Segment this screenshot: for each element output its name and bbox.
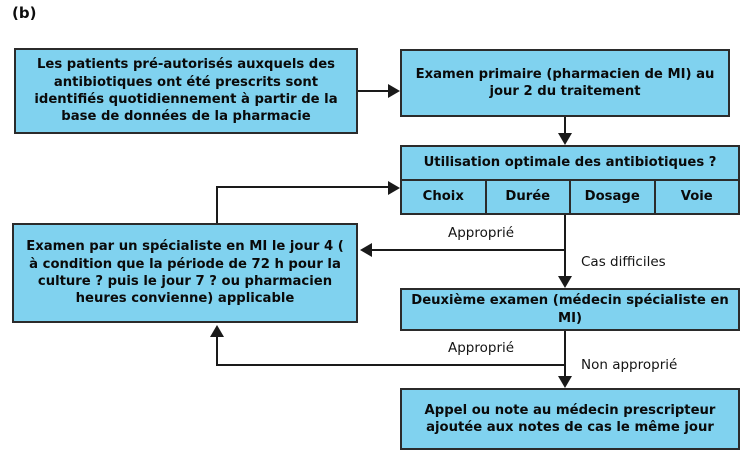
connector-approprie-lower-vertical-left: [216, 337, 218, 365]
criteria-cell-duree: Durée: [487, 181, 571, 213]
node-criteria-row: Choix Durée Dosage Voie: [400, 181, 740, 215]
arrowhead-approprie-upper-to-specialist: [360, 243, 372, 257]
panel-label: (b): [12, 4, 37, 22]
connector-identification-to-primary: [358, 90, 388, 92]
node-second-review: Deuxième examen (médecin spécialiste en …: [400, 288, 740, 331]
connector-approprie-upper-horizontal: [372, 249, 566, 251]
arrowhead-specialist-to-criteria: [388, 181, 400, 195]
node-primary-review-text: Examen primaire (pharmacien de MI) au jo…: [415, 66, 715, 99]
arrowhead-identification-to-primary: [388, 84, 400, 98]
connector-specialist-loop-vertical: [216, 186, 218, 223]
arrowhead-cas-difficiles-to-second-review: [558, 276, 572, 288]
connector-specialist-loop-horizontal: [216, 186, 388, 188]
node-specialist-review: Examen par un spécialiste en MI le jour …: [12, 223, 358, 323]
node-physician-note-text: Appel ou note au médecin prescripteur aj…: [424, 402, 716, 435]
arrowhead-non-approprie-to-physician-note: [558, 376, 572, 388]
edge-label-cas-difficiles: Cas difficiles: [578, 254, 669, 270]
criteria-cell-voie: Voie: [680, 189, 713, 205]
connector-approprie-lower-vertical-right: [564, 331, 566, 364]
edge-label-approprie-lower: Approprié: [445, 340, 518, 356]
node-pharmacy-identification: Les patients pré-autorisés auxquels des …: [14, 48, 358, 134]
edge-label-non-approprie: Non approprié: [578, 357, 681, 373]
connector-approprie-lower-horizontal: [216, 364, 566, 366]
criteria-cell-dosage: Dosage: [571, 181, 656, 213]
node-optimal-use-text: Utilisation optimale des antibiotiques ?: [423, 155, 717, 171]
arrowhead-approprie-lower-to-specialist: [210, 325, 224, 337]
connector-primary-to-optimal: [564, 117, 566, 133]
node-second-review-text: Deuxième examen (médecin spécialiste en …: [411, 293, 729, 326]
node-optimal-use: Utilisation optimale des antibiotiques ?: [400, 145, 740, 181]
edge-label-approprie-upper: Approprié: [445, 225, 518, 241]
node-pharmacy-identification-text: Les patients pré-autorisés auxquels des …: [34, 57, 338, 125]
connector-cas-difficiles-vertical: [564, 249, 566, 276]
criteria-cell-choix: Choix: [402, 181, 487, 213]
connector-non-approprie-vertical: [564, 364, 566, 376]
connector-approprie-upper-vertical: [564, 215, 566, 249]
arrowhead-primary-to-optimal: [558, 133, 572, 145]
node-physician-note: Appel ou note au médecin prescripteur aj…: [400, 388, 740, 450]
node-specialist-review-text: Examen par un spécialiste en MI le jour …: [26, 239, 344, 307]
node-primary-review: Examen primaire (pharmacien de MI) au jo…: [400, 49, 730, 117]
